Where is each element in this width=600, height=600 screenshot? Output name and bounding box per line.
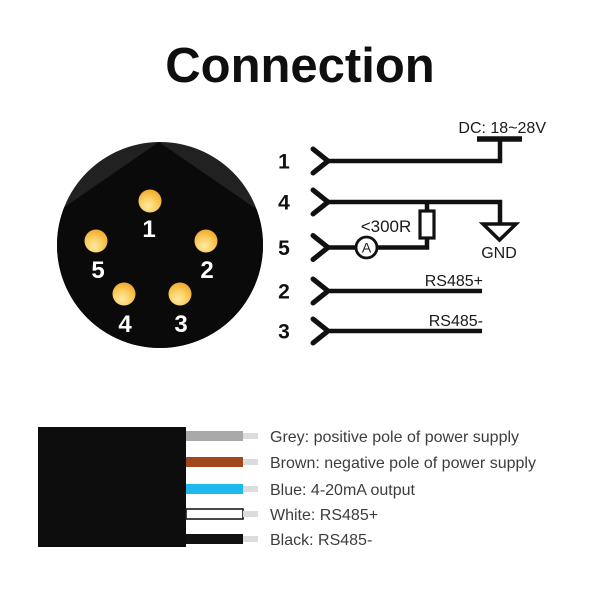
connector-pin-5-label: 5 — [91, 257, 104, 284]
connector-face: 1 2 3 4 5 — [57, 142, 263, 348]
pin-1-chevron-icon — [310, 146, 331, 176]
wire-grey — [186, 431, 243, 441]
resistor-symbol — [418, 209, 436, 240]
pin-5-chevron-icon — [310, 233, 331, 262]
wire-blue-tip — [243, 486, 258, 492]
diagram-pin-number-5: 5 — [278, 237, 290, 260]
connector-pin-3-label: 3 — [174, 311, 187, 338]
ammeter-label: A — [362, 240, 372, 256]
connector-pin-2 — [194, 229, 218, 253]
wire-white-label: White: RS485+ — [270, 507, 378, 524]
wire-brown — [186, 457, 243, 467]
connector-keyway-notch — [57, 142, 263, 348]
pin-3-chevron-icon — [310, 316, 331, 346]
diagram-pin-number-1: 1 — [278, 151, 290, 174]
wire-white-tip — [243, 511, 258, 517]
pin-4-wire — [328, 199, 503, 223]
resistor-value-label: <300R — [361, 217, 412, 236]
connector-pin-1-label: 1 — [142, 216, 155, 243]
wire-grey-tip — [243, 433, 258, 439]
wire-brown-label: Brown: negative pole of power supply — [270, 455, 536, 472]
connector-pin-1 — [138, 189, 162, 213]
page-title: Connection — [165, 39, 435, 93]
wire-brown-tip — [243, 459, 258, 465]
pin-2-chevron-icon — [310, 276, 331, 306]
cable-jacket — [38, 427, 186, 547]
gnd-symbol — [478, 222, 521, 243]
wire-black-tip — [243, 536, 258, 542]
diagram-pin-number-2: 2 — [278, 281, 290, 304]
ammeter-symbol — [354, 235, 379, 260]
connector-pin-3 — [168, 282, 192, 306]
gnd-label: GND — [481, 245, 517, 262]
diagram-pin-number-3: 3 — [278, 321, 290, 344]
connector-pin-4-label: 4 — [118, 311, 132, 338]
cable-legend: Grey: positive pole of power supply Brow… — [38, 427, 536, 549]
connector-pin-2-label: 2 — [200, 257, 213, 284]
pin-1-wire — [328, 139, 503, 164]
wire-black-label: Black: RS485- — [270, 532, 372, 549]
dc-voltage-label: DC: 18~28V — [458, 120, 546, 137]
wire-white — [185, 508, 244, 520]
pin-4-chevron-icon — [310, 187, 331, 217]
wire-black — [186, 534, 243, 544]
pin-5-wire-right — [377, 238, 430, 250]
diagram-pin-number-4: 4 — [278, 192, 290, 215]
wire-blue-label: Blue: 4-20mA output — [270, 482, 416, 499]
connector-pin-5 — [84, 229, 108, 253]
rs485-minus-label: RS485- — [429, 313, 483, 330]
wire-grey-label: Grey: positive pole of power supply — [270, 429, 519, 446]
wiring-diagram: 1 4 5 2 3 DC: 18~28V <300R GND A RS485+ … — [278, 120, 546, 346]
wire-blue — [186, 484, 243, 494]
connector-pin-4 — [112, 282, 136, 306]
rs485-plus-label: RS485+ — [425, 273, 483, 290]
